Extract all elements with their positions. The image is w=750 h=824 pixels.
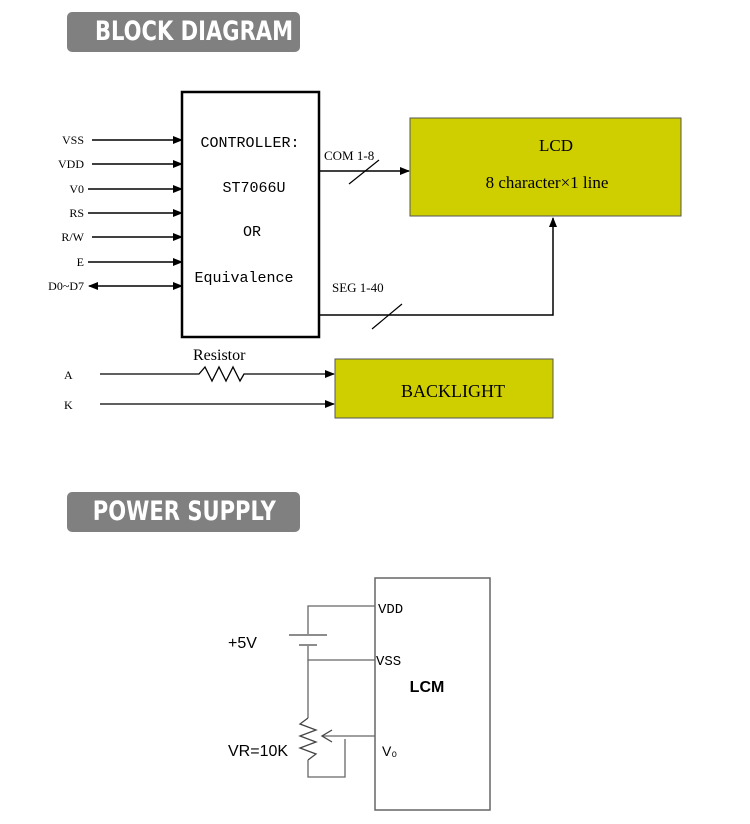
- pin-k-label: K: [64, 398, 73, 412]
- input-label-vss: VSS: [62, 133, 84, 147]
- vdd-wire: [307, 605, 375, 634]
- input-label-d0-d7: D0~D7: [48, 279, 84, 293]
- lcd-title: LCD: [539, 136, 573, 155]
- input-label-v0: V0: [69, 182, 84, 196]
- backlight-section: A K Resistor BACKLIGHT: [64, 347, 554, 419]
- potentiometer-icon: [298, 717, 318, 761]
- block-diagram-heading: BLOCK DIAGRAM: [67, 12, 300, 52]
- lcd-box: [409, 117, 682, 217]
- resistor-label: Resistor: [193, 347, 246, 364]
- controller-block: CONTROLLER: ST7066U OR Equivalence: [180, 90, 321, 339]
- power-supply-heading: POWER SUPPLY: [67, 492, 300, 532]
- input-label-vdd: VDD: [58, 157, 84, 171]
- com-bus-label: COM 1-8: [324, 148, 374, 163]
- resistor-line-a: [100, 365, 335, 383]
- pin-vss-label: VSS: [376, 654, 401, 670]
- seg-bus-label: SEG 1-40: [332, 280, 384, 295]
- power-supply-schematic: LCM VDD VSS V₀ +5V VR=10K: [228, 577, 491, 811]
- backlight-box: [334, 358, 554, 419]
- input-label-r-w: R/W: [61, 230, 84, 244]
- seg-bus: SEG 1-40: [320, 217, 557, 330]
- seg-bus-slash: [371, 303, 403, 330]
- block-diagram-heading-text: BLOCK DIAGRAM: [94, 16, 294, 47]
- input-label-e: E: [77, 255, 84, 269]
- com-bus-slash: [348, 159, 380, 185]
- controller-line-3: OR: [243, 224, 261, 241]
- controller-line-4: Equivalence: [194, 270, 293, 287]
- com-bus: COM 1-8: [320, 148, 410, 185]
- pot-loop-wire: [307, 739, 346, 778]
- controller-box: [180, 90, 321, 339]
- voltage-label: +5V: [228, 635, 257, 652]
- controller-line-1: CONTROLLER:: [200, 135, 299, 152]
- input-label-rs: RS: [69, 206, 84, 220]
- lcm-label: LCM: [410, 679, 445, 696]
- lcd-subtitle: 8 character×1 line: [486, 173, 609, 192]
- lcd-block: LCD 8 character×1 line: [409, 117, 682, 217]
- pin-a-label: A: [64, 368, 73, 382]
- controller-line-2: ST7066U: [222, 180, 285, 197]
- seg-bus-line: [320, 217, 557, 316]
- wiper-arrow-icon: [320, 729, 333, 743]
- vss-wire: [307, 646, 375, 661]
- pin-vdd-label: VDD: [378, 602, 403, 618]
- power-supply-heading-text: POWER SUPPLY: [92, 496, 276, 527]
- lcm-box: [374, 577, 491, 811]
- pot-label: VR=10K: [228, 743, 288, 760]
- backlight-label: BACKLIGHT: [401, 381, 505, 401]
- pin-v0-label: V₀: [382, 743, 397, 759]
